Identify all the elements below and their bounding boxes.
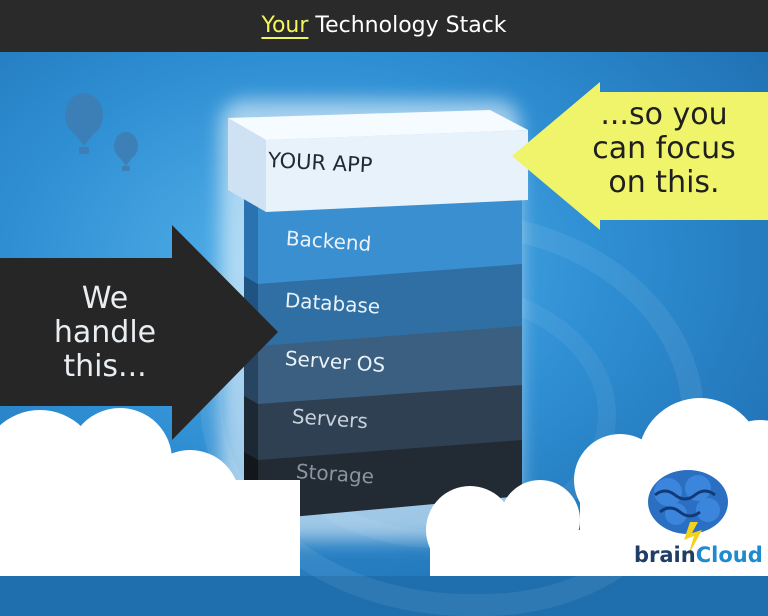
cloud-left — [0, 408, 300, 576]
right-callout-line-1: ...so you — [600, 97, 728, 132]
page-header: Your Technology Stack — [0, 0, 768, 52]
left-callout-line-1: We — [81, 281, 129, 316]
left-callout-line-3: this... — [63, 349, 147, 384]
logo-text-cloud: Cloud — [695, 543, 763, 567]
logo-text-brain: brain — [634, 543, 696, 567]
title-highlight: Your — [261, 13, 309, 38]
left-callout-line-2: handle — [53, 315, 157, 350]
braincloud-logo-text: brainCloud — [634, 543, 763, 567]
right-callout-line-2: can focus — [592, 131, 736, 166]
right-callout-line-3: on this. — [608, 165, 720, 200]
balloon-icon — [65, 93, 103, 154]
stack-layer-your-app — [228, 110, 528, 212]
right-callout-text: ...so you can focus on this. — [574, 98, 754, 200]
cloud-center — [426, 480, 590, 576]
braincloud-logo-icon — [648, 470, 728, 556]
left-arrow — [0, 225, 278, 440]
title-rest: Technology Stack — [308, 13, 507, 38]
small-balloon-icon — [114, 132, 138, 171]
diagram-canvas — [0, 82, 768, 576]
left-callout-text: We handle this... — [50, 282, 160, 384]
right-arrow — [512, 82, 768, 230]
